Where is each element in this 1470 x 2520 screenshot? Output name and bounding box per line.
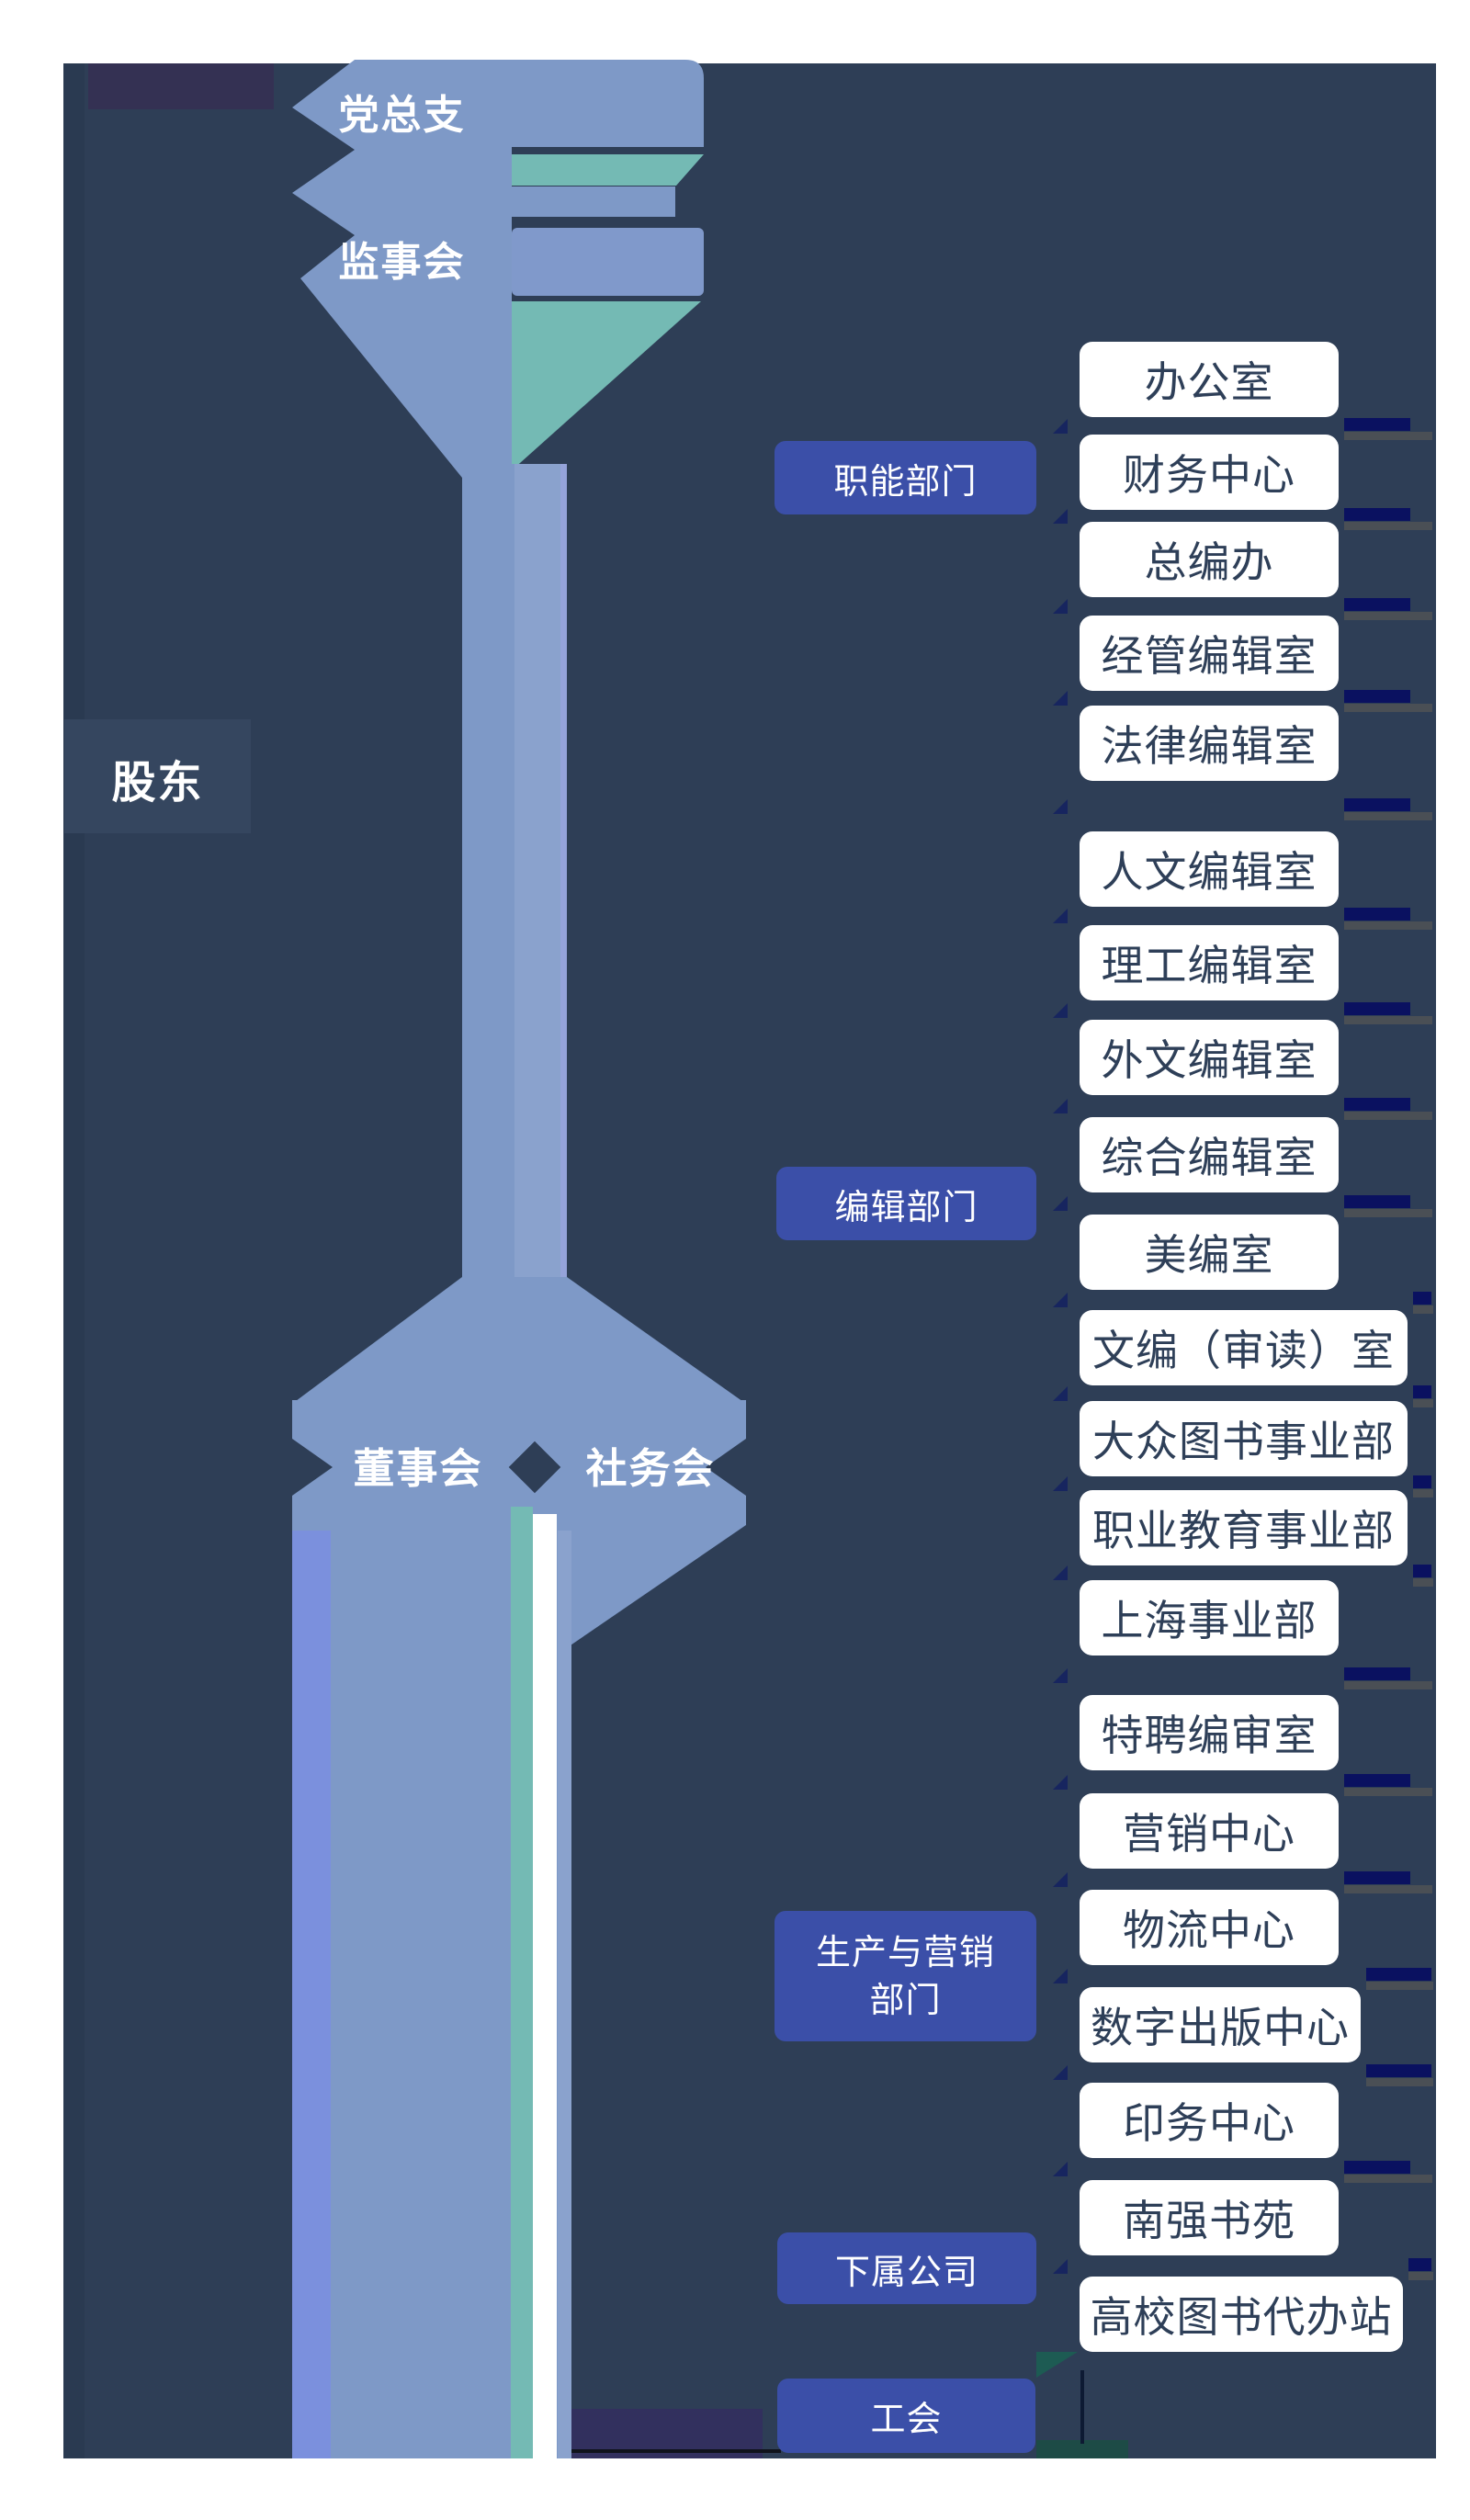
category-line2: 部门 <box>869 1980 942 2020</box>
connector-bar-gray <box>1413 1578 1433 1587</box>
connector-wedge <box>1053 691 1068 706</box>
connector-bar-gray <box>1344 1680 1432 1689</box>
connector-bar-gray <box>1366 1982 1433 1990</box>
dept-box: 理工编辑室 <box>1080 925 1339 1000</box>
dept-box: 营销中心 <box>1080 1793 1339 1869</box>
dept-box: 职业教育事业部 <box>1080 1490 1408 1565</box>
connector-bar <box>1344 1870 1410 1884</box>
node-council: 社务会 <box>585 1444 716 1493</box>
connector-wedge <box>1053 599 1068 614</box>
connector-bar-gray <box>1344 2175 1432 2183</box>
connector-bar <box>1366 2064 1431 2077</box>
connector-bar-gray <box>1344 1112 1432 1120</box>
category-editorial-departments: 编辑部门 <box>776 1167 1036 1240</box>
connector-wedge <box>1053 418 1068 434</box>
connector-bar-gray <box>1344 1884 1432 1893</box>
dept-box: 法律编辑室 <box>1080 706 1339 781</box>
connector-bar-gray <box>1413 1398 1433 1407</box>
dept-box: 办公室 <box>1080 342 1339 417</box>
dept-box: 南强书苑 <box>1080 2180 1339 2255</box>
connector-wedge <box>1053 2258 1068 2274</box>
category-subsidiaries: 下属公司 <box>777 2232 1036 2304</box>
connector-wedge <box>1053 909 1068 923</box>
connector-bar <box>1344 417 1410 431</box>
connector-bar <box>1366 1968 1431 1981</box>
dept-box: 物流中心 <box>1080 1890 1339 1965</box>
connector-bar-gray <box>1413 1488 1433 1497</box>
connector-bar <box>1344 1667 1410 1680</box>
connector-bar <box>1344 1098 1410 1111</box>
connector-wedge <box>1053 1774 1068 1790</box>
dept-box: 高校图书代办站 <box>1080 2277 1403 2352</box>
connector-bar <box>1413 1565 1431 1577</box>
connector-wedge <box>1053 1002 1068 1018</box>
category-labor-union: 工会 <box>777 2379 1035 2453</box>
dept-box: 综合编辑室 <box>1080 1117 1339 1192</box>
connector-bar <box>1344 598 1410 611</box>
connector-bar-gray <box>1344 612 1432 620</box>
dept-box: 印务中心 <box>1080 2083 1339 2158</box>
connector-bar <box>1344 690 1410 703</box>
dept-box: 文编（审读）室 <box>1080 1310 1408 1385</box>
dept-box: 数字出版中心 <box>1080 1987 1361 2062</box>
connector-wedge <box>1053 798 1068 814</box>
connector-bar <box>1344 908 1410 921</box>
connector-bar-gray <box>1366 2078 1433 2086</box>
dept-box: 大众图书事业部 <box>1080 1401 1408 1476</box>
connector-bar <box>1344 1001 1410 1015</box>
connector-bar-gray <box>1344 1015 1432 1024</box>
dept-box: 总编办 <box>1080 522 1339 597</box>
connector-bar <box>1344 1195 1410 1208</box>
dept-box: 美编室 <box>1080 1215 1339 1290</box>
connector-wedge <box>1053 1293 1068 1307</box>
connector-wedge <box>1053 1475 1068 1491</box>
dept-box: 经管编辑室 <box>1080 616 1339 691</box>
connector-bar-gray <box>1344 1787 1432 1796</box>
connector-wedge <box>1053 508 1068 524</box>
dept-box: 财务中心 <box>1080 435 1339 510</box>
connector-bar <box>1344 507 1410 521</box>
connector-bar-gray <box>1344 704 1432 712</box>
connector-bar-gray <box>1344 921 1432 930</box>
category-functional-departments: 职能部门 <box>775 441 1036 514</box>
connector-wedge <box>1053 1099 1068 1113</box>
connector-bar-gray <box>1344 1209 1432 1217</box>
connector-wedge <box>1053 1385 1068 1401</box>
connector-wedge <box>1053 2065 1068 2080</box>
connector-bar-gray <box>1344 431 1432 440</box>
connector-wedge <box>1053 1196 1068 1211</box>
connector-bar-gray <box>1413 1305 1433 1314</box>
connector-bar-gray <box>1408 2271 1433 2280</box>
connector-wedge <box>1053 1871 1068 1887</box>
connector-bar <box>1344 797 1410 811</box>
connector-wedge <box>1053 1565 1068 1580</box>
dept-box: 人文编辑室 <box>1080 831 1339 907</box>
node-board-of-directors: 董事会 <box>353 1444 483 1493</box>
connector-wedge <box>1053 1667 1068 1683</box>
connector-bar <box>1408 2257 1431 2271</box>
connector-bar <box>1344 2161 1410 2174</box>
node-party-branch: 党总支 <box>338 92 466 139</box>
connector-bar <box>1413 1475 1431 1488</box>
category-production-marketing-departments: 生产与营销 部门 <box>775 1911 1036 2041</box>
connector-wedge <box>1053 1969 1068 1983</box>
dept-box: 上海事业部 <box>1080 1580 1339 1656</box>
connector-wedge <box>1053 2162 1068 2176</box>
node-supervisory-board: 监事会 <box>338 239 466 286</box>
connector-bar <box>1413 1384 1431 1398</box>
dept-box: 特聘编审室 <box>1080 1695 1339 1770</box>
dept-box: 外文编辑室 <box>1080 1020 1339 1095</box>
connector-bar <box>1413 1292 1431 1305</box>
node-shareholders: 股东 <box>111 757 204 808</box>
category-line1: 生产与营销 <box>815 1932 995 1972</box>
connector-bar-gray <box>1344 811 1432 820</box>
connector-bar-gray <box>1344 521 1432 530</box>
connector-bar <box>1344 1773 1410 1787</box>
